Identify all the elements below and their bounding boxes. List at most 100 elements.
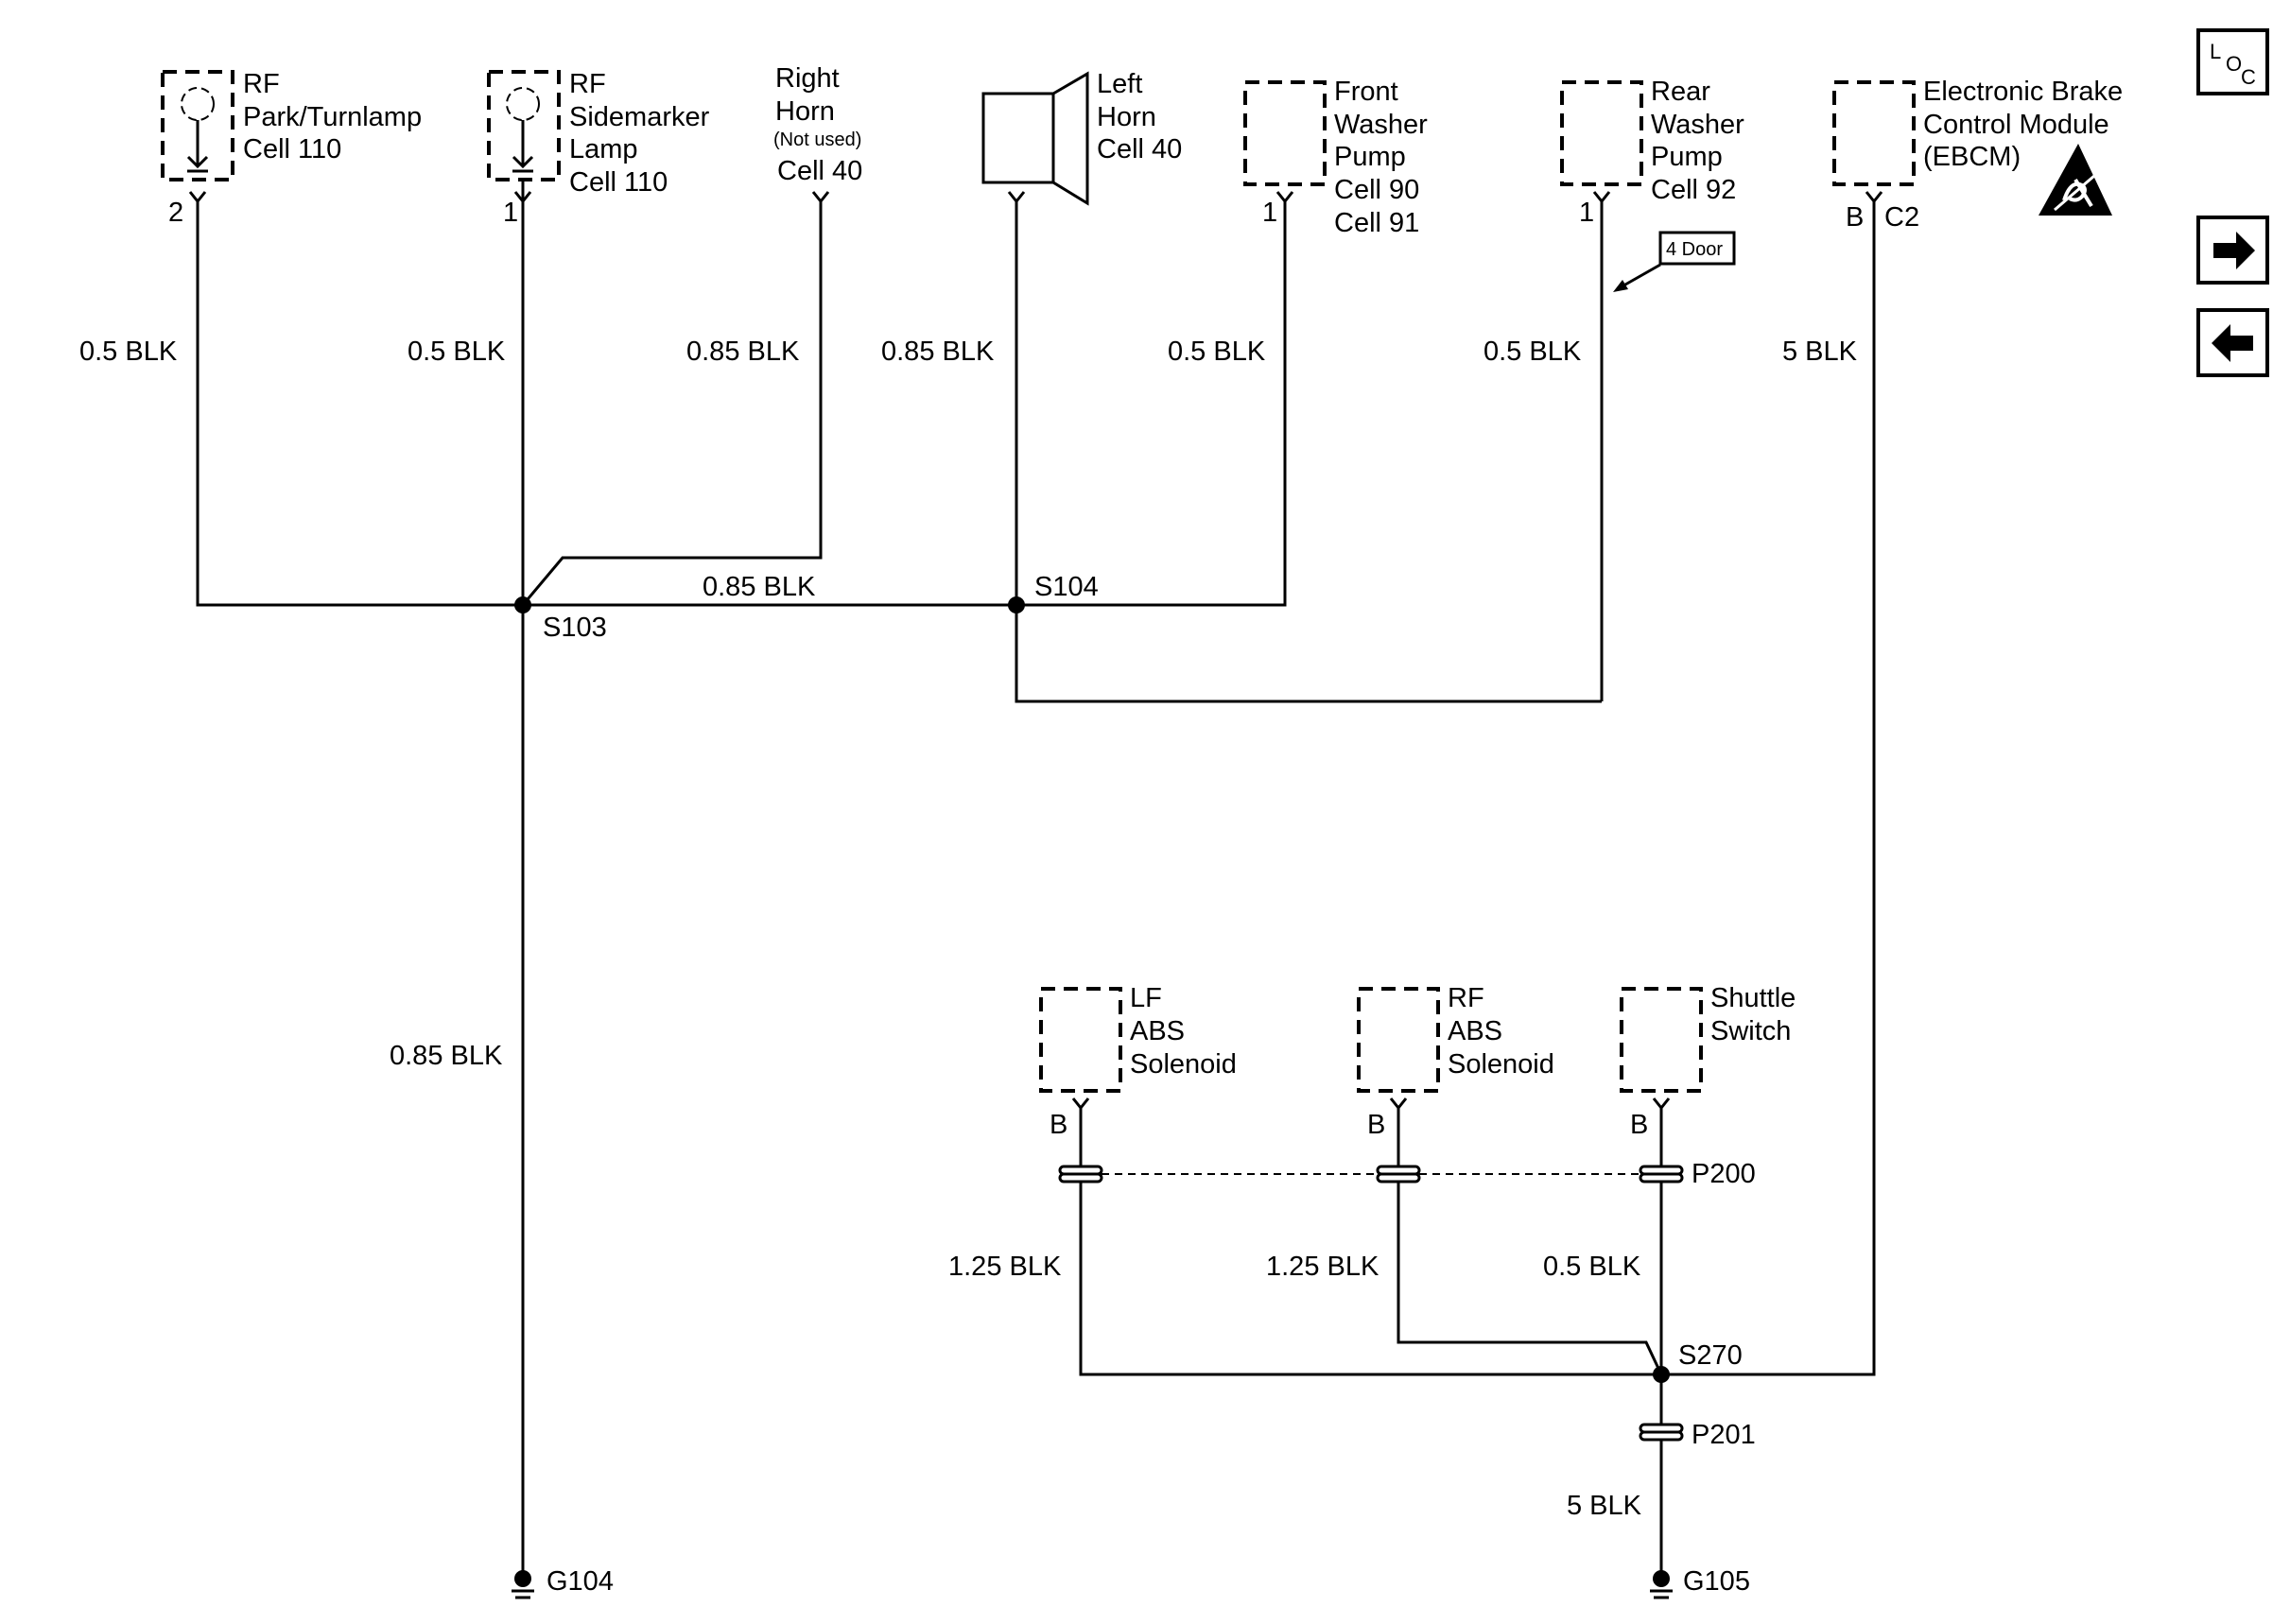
ground-label: G104	[547, 1566, 614, 1597]
horn-icon	[981, 92, 1055, 184]
left-horn: Left Horn Cell 40	[981, 69, 1182, 206]
ground-g104-icon	[512, 1570, 534, 1599]
component-name: Electronic Brake	[1923, 77, 2123, 107]
cell-ref: Cell 92	[1651, 175, 1736, 205]
wire-ebcm	[1661, 201, 1876, 1376]
connector-p201	[1639, 1423, 1684, 1442]
component-name: Solenoid	[1448, 1049, 1554, 1080]
wire-front-washer	[1016, 201, 1287, 607]
ground-label: G105	[1683, 1566, 1750, 1597]
esd-warning-icon	[2039, 144, 2112, 216]
wire-label: 0.5 BLK	[1168, 337, 1266, 367]
component-name: (EBCM)	[1923, 142, 2021, 172]
locator-button[interactable]: L O C	[2196, 28, 2269, 95]
rf-park-turnlamp: RF Park/Turnlamp Cell 110 2	[161, 69, 422, 228]
component-title: RF	[243, 69, 280, 99]
component-name: Rear	[1651, 77, 1710, 107]
component-name: LF	[1130, 983, 1162, 1013]
right-horn: Right Horn (Not used) Cell 40	[773, 63, 862, 186]
component-name: RF	[1448, 983, 1484, 1013]
wire-left-horn	[1015, 201, 1602, 703]
component-note: (Not used)	[773, 130, 861, 150]
rf-abs-solenoid: RF ABS Solenoid B	[1357, 983, 1554, 1140]
next-page-button[interactable]	[2196, 216, 2269, 285]
component-name: Right	[775, 63, 840, 94]
component-name: Front	[1334, 77, 1398, 107]
component-name: Sidemarker	[569, 102, 710, 132]
connector-label: C2	[1884, 202, 1919, 233]
locator-letter-c: C	[2241, 65, 2256, 89]
cell-ref: Cell 110	[243, 134, 341, 164]
component-name: Left	[1097, 69, 1142, 99]
cell-ref: Cell 40	[777, 156, 862, 186]
wire-label: 1.25 BLK	[948, 1252, 1062, 1282]
bulb-icon	[181, 87, 215, 121]
component-name: Solenoid	[1130, 1049, 1237, 1080]
ebcm: Electronic Brake Control Module (EBCM) B…	[1832, 77, 2123, 233]
front-washer-pump: Front Washer Pump Cell 90 Cell 91 1	[1243, 77, 1428, 238]
ground-g105-icon	[1650, 1570, 1673, 1599]
splice-s270	[1653, 1366, 1670, 1383]
splice-label: S270	[1678, 1340, 1743, 1371]
bulb-icon	[506, 87, 540, 121]
component-name: Washer	[1651, 110, 1744, 140]
connector-label: P201	[1692, 1420, 1756, 1450]
cell-ref: Cell 40	[1097, 134, 1182, 164]
pin-label: B	[1367, 1110, 1385, 1140]
wire-label: 0.5 BLK	[1484, 337, 1582, 367]
wire-rf-abs	[1397, 1108, 1663, 1375]
component-name: Park/Turnlamp	[243, 102, 422, 132]
rear-washer-pump: Rear Washer Pump Cell 92 1 4 Door	[1560, 77, 1744, 292]
component-name: Shuttle	[1710, 983, 1796, 1013]
wire-label: 0.85 BLK	[390, 1041, 503, 1071]
component-name: Lamp	[569, 134, 638, 164]
previous-page-button[interactable]	[2196, 308, 2269, 377]
wire-label: 0.85 BLK	[686, 337, 800, 367]
component-name: ABS	[1130, 1016, 1185, 1046]
cell-ref: Cell 91	[1334, 208, 1419, 238]
wire-label: 0.5 BLK	[1543, 1252, 1641, 1282]
option-tag	[1658, 231, 1736, 266]
option-label: 4 Door	[1666, 239, 1723, 260]
wire-label: 0.5 BLK	[408, 337, 506, 367]
connector-p200	[1058, 1165, 1684, 1183]
component-name: Horn	[1097, 102, 1156, 132]
wire-right-horn	[521, 201, 823, 606]
pin-label: 1	[1262, 198, 1277, 228]
wire-label: 5 BLK	[1782, 337, 1858, 367]
component-name: Washer	[1334, 110, 1428, 140]
pin-label: B	[1630, 1110, 1648, 1140]
component-name: Horn	[775, 96, 835, 127]
splice-s104	[1008, 596, 1025, 613]
pin-label: 2	[168, 198, 183, 228]
arrow-right-icon	[2213, 232, 2255, 269]
component-title: RF	[569, 69, 606, 99]
cell-ref: Cell 90	[1334, 175, 1419, 205]
connector-label: P200	[1692, 1159, 1756, 1189]
locator-letter-o: O	[2226, 52, 2242, 76]
splice-s103	[514, 596, 531, 613]
pin-label: 1	[1579, 198, 1594, 228]
splice-label: S104	[1034, 572, 1099, 602]
rf-sidemarker-lamp: RF Sidemarker Lamp Cell 110 1	[487, 69, 710, 228]
wire-label: 5 BLK	[1567, 1491, 1642, 1521]
arrow-left-icon	[2212, 324, 2253, 362]
locator-letter-l: L	[2210, 40, 2221, 63]
cell-ref: Cell 110	[569, 167, 668, 198]
wire-label: 0.5 BLK	[79, 337, 178, 367]
pin-label: 1	[503, 198, 518, 228]
component-name: Pump	[1651, 142, 1723, 172]
wire-label: 0.85 BLK	[881, 337, 995, 367]
wire-label: 0.85 BLK	[703, 572, 816, 602]
component-name: Control Module	[1923, 110, 2109, 140]
component-name: Switch	[1710, 1016, 1791, 1046]
wire-lf-abs	[1079, 1108, 1661, 1376]
component-name: ABS	[1448, 1016, 1502, 1046]
wire-label: 1.25 BLK	[1266, 1252, 1379, 1282]
wire-park-turnlamp	[196, 201, 523, 607]
terminal-symbols	[188, 191, 1883, 204]
option-arrow-icon	[1618, 263, 1661, 290]
shuttle-switch: Shuttle Switch B	[1620, 983, 1796, 1140]
pin-label: B	[1050, 1110, 1067, 1140]
